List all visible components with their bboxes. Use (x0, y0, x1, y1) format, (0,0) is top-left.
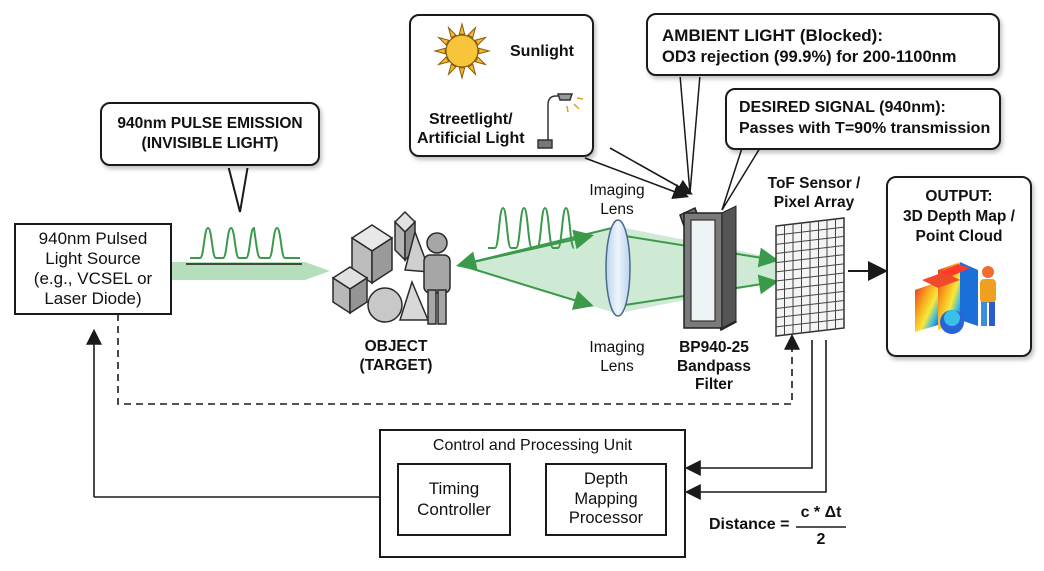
lens-icon (605, 219, 631, 317)
emission-callout-line-2: (INVISIBLE LIGHT) (141, 135, 279, 152)
depth-line-3: Processor (568, 509, 644, 528)
filter-label-line-3: Filter (695, 376, 733, 394)
filter-label: BP940-25 Bandpass Filter (664, 339, 764, 395)
lens-label-bottom: Imaging Lens (577, 339, 657, 376)
signal-callout-title: DESIRED SIGNAL (940nm): (739, 99, 946, 116)
source-line-2: Light Source (45, 248, 141, 268)
object-shapes-icon (331, 210, 432, 323)
object-label-line-1: OBJECT (364, 338, 428, 355)
output-box: OUTPUT: 3D Depth Map / Point Cloud (886, 176, 1032, 357)
depth-map-icon (915, 262, 996, 334)
desired-signal-callout: DESIRED SIGNAL (940nm): Passes with T=90… (725, 88, 1001, 150)
lens-top-line-2: Lens (600, 200, 634, 218)
sunlight-label: Sunlight (510, 43, 574, 60)
timing-controller-box: Timing Controller (397, 463, 511, 536)
lens-bottom-line-2: Lens (600, 357, 634, 375)
pixel-grid-icon (775, 217, 845, 337)
ambient-light-callout: AMBIENT LIGHT (Blocked): OD3 rejection (… (646, 13, 1000, 76)
emission-beam (172, 262, 330, 280)
output-line-2: 3D Depth Map / (903, 208, 1015, 226)
depth-line-2: Mapping (574, 489, 638, 508)
lens-label-top: Imaging Lens (577, 182, 657, 219)
depth-mapping-processor-box: Depth Mapping Processor (545, 463, 667, 536)
lens-top-line-1: Imaging (589, 182, 645, 199)
sensor-label-line-1: ToF Sensor / (767, 175, 861, 192)
emission-callout-line-1: 940nm PULSE EMISSION (117, 114, 303, 132)
sun-icon (433, 22, 491, 80)
object-label: OBJECT (TARGET) (356, 337, 436, 376)
streetlight-line-1: Streetlight/ (429, 111, 513, 128)
sensor-label-line-2: Pixel Array (773, 194, 855, 212)
source-line-1: 940nm Pulsed (38, 228, 148, 248)
streetlight-line-2: Artificial Light (417, 129, 525, 147)
output-line-3: Point Cloud (915, 228, 1003, 246)
depth-line-1: Depth (583, 470, 629, 489)
output-text: OUTPUT: 3D Depth Map / Point Cloud (888, 187, 1030, 247)
signal-callout-detail: Passes with T=90% transmission (739, 119, 991, 137)
formula-lhs: Distance = (709, 516, 790, 533)
object-label-line-2: (TARGET) (359, 357, 433, 375)
reflected-beam (460, 228, 612, 312)
lens-bottom-line-1: Imaging (589, 339, 645, 356)
filter-icon (679, 205, 737, 332)
street-lamp-icon (537, 93, 584, 149)
return-pulse-waveform (488, 206, 575, 249)
light-source-box: 940nm Pulsed Light Source (e.g., VCSEL o… (14, 223, 172, 315)
timing-line-1: Timing (428, 478, 480, 498)
source-line-4: Laser Diode) (44, 289, 142, 309)
formula-numerator: c * Δt (800, 504, 842, 521)
sensor-label: ToF Sensor / Pixel Array (760, 174, 868, 213)
ambient-callout-detail: OD3 rejection (99.9%) for 200-1100nm (662, 48, 957, 67)
ambient-callout-title: AMBIENT LIGHT (Blocked): (662, 26, 883, 45)
filter-label-line-1: BP940-25 (679, 339, 749, 356)
ambient-sources-box: Sunlight Streetlight/ Artificial Light (409, 14, 594, 157)
source-line-3: (e.g., VCSEL or (33, 269, 153, 288)
person-icon (423, 232, 451, 325)
emission-pulse-waveform (190, 226, 300, 259)
output-line-1: OUTPUT: (925, 188, 993, 205)
formula-denominator: 2 (816, 531, 826, 548)
timing-line-2: Controller (417, 499, 491, 519)
control-unit-title: Control and Processing Unit (432, 437, 633, 454)
sync-dashed-line (117, 314, 800, 405)
streetlight-label: Streetlight/ Artificial Light (417, 111, 525, 149)
filter-label-line-2: Bandpass (676, 357, 752, 375)
emission-callout: 940nm PULSE EMISSION (INVISIBLE LIGHT) (100, 102, 320, 166)
